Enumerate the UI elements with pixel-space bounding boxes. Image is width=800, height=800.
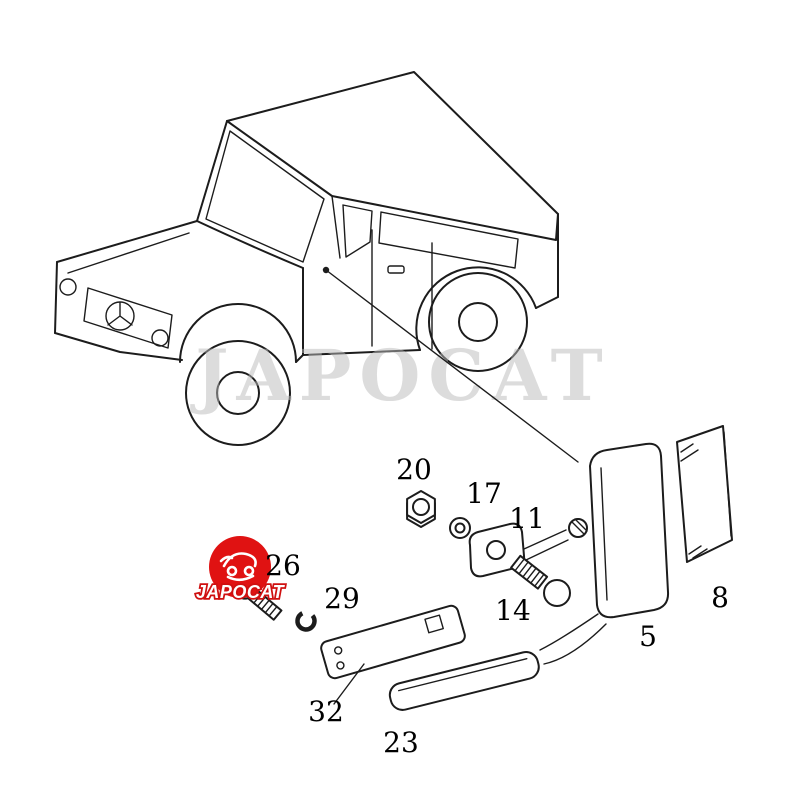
part-label-17: 17 <box>466 477 502 510</box>
car-door-handle <box>387 265 405 274</box>
car-headlight-right <box>151 329 169 347</box>
part-8-mirror-glass <box>676 425 733 563</box>
logo-doodle-icon <box>219 552 257 582</box>
part-label-14: 14 <box>495 594 531 627</box>
car-door-window <box>342 204 373 258</box>
part-label-20: 20 <box>396 453 432 486</box>
part-32-leader <box>333 663 365 705</box>
car-front-bumper <box>54 332 183 361</box>
brand-star-icon <box>105 301 135 331</box>
exploded-parts <box>237 425 733 711</box>
vehicle-drawing <box>54 71 559 446</box>
car-roofline <box>226 120 559 241</box>
car-front-wheel <box>185 340 291 446</box>
car-front-wheel-arch <box>179 303 297 363</box>
car-front-corner <box>54 261 58 334</box>
car-hood-crease <box>67 232 190 274</box>
car-quarter-window <box>378 211 519 269</box>
mirror-leader-line <box>322 266 579 463</box>
car-hood-edge <box>56 220 198 263</box>
mirror-pivot-knob <box>568 518 588 538</box>
part-label-29: 29 <box>324 582 360 615</box>
part-23-arm <box>388 613 607 711</box>
logo-text: JAPOCAT <box>196 582 286 602</box>
car-rear-wheel <box>428 272 528 372</box>
part-labels: 20 17 11 14 5 8 26 29 32 23 <box>265 453 729 759</box>
car-rear-wheel-arch <box>415 266 537 351</box>
part-32-plate <box>320 604 466 705</box>
car-roof-outline <box>226 71 559 298</box>
part-17-washer <box>449 517 471 539</box>
part-14-bolt <box>510 554 571 607</box>
part-20-hex-nut <box>406 490 436 528</box>
part-label-26: 26 <box>265 549 301 582</box>
logo-badge: JAPOCAT <box>194 536 287 604</box>
part-11-clamp <box>468 522 569 578</box>
car-windshield-pane <box>205 130 325 263</box>
part-5-mirror-housing <box>568 442 670 619</box>
watermark-text: JAPOCAT <box>189 334 610 417</box>
part-label-8: 8 <box>711 581 729 614</box>
car-grille <box>83 287 173 349</box>
car-b-pillar <box>331 195 341 259</box>
part-label-32: 32 <box>308 695 344 728</box>
part-label-23: 23 <box>383 726 419 759</box>
car-windshield <box>196 120 228 222</box>
part-label-11: 11 <box>509 502 545 535</box>
car-headlight-left <box>59 278 77 296</box>
car-rear-lower-edge <box>535 296 559 309</box>
car-cowl-line <box>196 220 304 269</box>
part-label-5: 5 <box>639 620 657 653</box>
logo-circle <box>209 536 271 598</box>
part-29-clip <box>295 610 317 632</box>
